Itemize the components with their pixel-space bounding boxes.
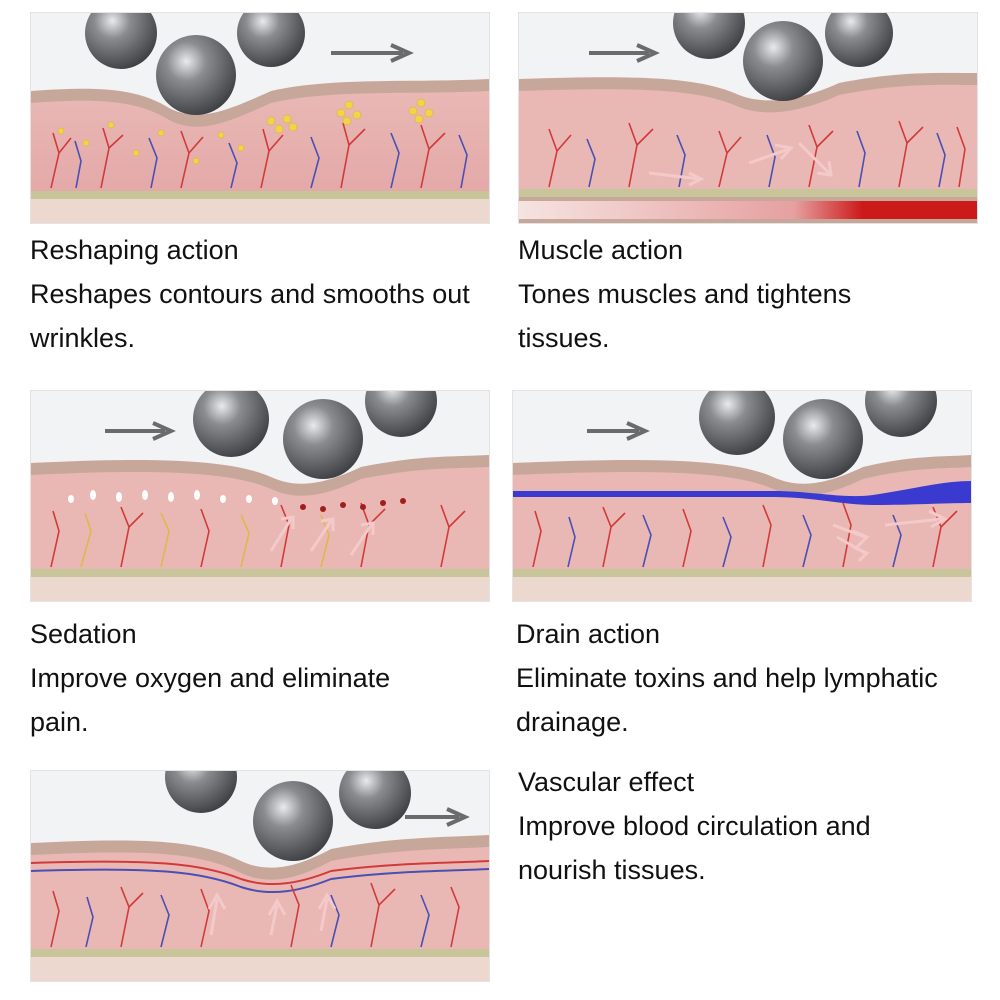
force-arrows	[207, 891, 337, 936]
roller-ball-left	[165, 771, 237, 813]
deep-layer	[31, 577, 489, 601]
panel-description: Improve blood circulation and nourish ti…	[518, 811, 871, 885]
veins	[74, 132, 468, 189]
blood-vessels	[50, 502, 466, 568]
roller-ball-center	[253, 781, 333, 861]
blood-vessels	[532, 502, 958, 568]
deep-layer	[513, 577, 971, 601]
roller-ball-left	[699, 391, 775, 455]
blood-vessels	[548, 120, 966, 188]
vein-line	[31, 868, 489, 893]
panel-description: Tones muscles and tightens tissues.	[518, 279, 852, 353]
roller-ball-center	[283, 399, 363, 479]
deep-layer	[31, 957, 489, 981]
muscle-layer	[519, 201, 977, 219]
roller-ball-center	[156, 35, 236, 115]
panel-drain	[512, 390, 972, 602]
panel-vascular	[30, 770, 490, 982]
dermis-layer	[31, 847, 489, 949]
roller-ball-right	[365, 391, 437, 437]
force-arrows	[832, 509, 949, 563]
roller-ball-right	[237, 13, 305, 67]
roller-ball-center	[783, 399, 863, 479]
roller-ball-left	[85, 13, 157, 69]
dermis-layer	[31, 91, 489, 193]
panel-description: Reshapes contours and smooths out wrinkl…	[30, 279, 470, 353]
fat-cells	[57, 98, 434, 165]
roller-ball-left	[673, 13, 745, 59]
vascular-illustration	[31, 771, 489, 981]
roller-ball-left	[193, 391, 269, 457]
caption-muscle: Muscle action Tones muscles and tightens…	[518, 228, 988, 360]
lymph-vessel	[513, 481, 971, 505]
panel-title: Reshaping action	[30, 235, 239, 265]
artery-line	[31, 860, 489, 885]
fascia-layer	[31, 569, 489, 577]
roller-ball-center	[743, 21, 823, 101]
panel-description: Improve oxygen and eliminate pain.	[30, 663, 391, 737]
caption-reshaping: Reshaping action Reshapes contours and s…	[30, 228, 500, 360]
blood-cells	[300, 498, 406, 512]
roller-ball-right	[825, 13, 893, 67]
dermis-layer	[513, 467, 971, 569]
panel-title: Vascular effect	[518, 767, 695, 797]
caption-sedation: Sedation Improve oxygen and eliminate pa…	[30, 612, 500, 744]
panel-reshaping	[30, 12, 490, 224]
veins	[85, 894, 430, 948]
blood-vessels	[50, 882, 460, 948]
panel-description: Eliminate toxins and help lymphatic drai…	[516, 663, 938, 737]
sedation-illustration	[31, 391, 489, 601]
roller-ball-right	[865, 391, 937, 437]
panel-muscle	[518, 12, 978, 224]
roller-ball-right	[339, 771, 411, 829]
oxygen-particles	[68, 490, 278, 505]
force-arrows	[269, 515, 375, 556]
caption-vascular: Vascular effect Improve blood circulatio…	[518, 760, 988, 892]
panel-sedation	[30, 390, 490, 602]
panel-title: Muscle action	[518, 235, 684, 265]
muscle-illustration	[519, 13, 977, 223]
force-arrows	[648, 141, 833, 187]
veins	[567, 514, 902, 568]
fascia-layer	[513, 569, 971, 577]
panel-title: Drain action	[516, 619, 661, 649]
blood-vessels	[50, 122, 446, 189]
panel-title: Sedation	[30, 619, 137, 649]
fascia-layer	[519, 189, 977, 197]
fascia-layer	[31, 949, 489, 957]
drain-illustration	[513, 391, 971, 601]
reshaping-illustration	[31, 13, 489, 223]
caption-drain: Drain action Eliminate toxins and help l…	[516, 612, 986, 744]
deep-layer	[31, 199, 489, 223]
fascia-layer	[31, 191, 489, 199]
